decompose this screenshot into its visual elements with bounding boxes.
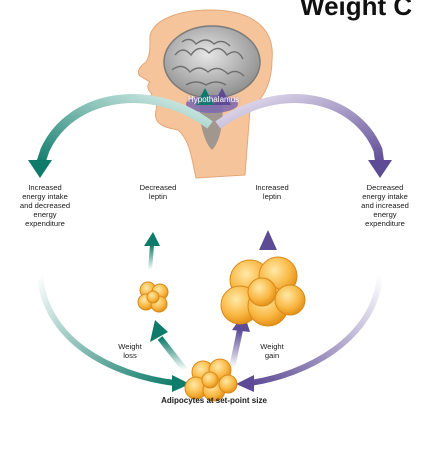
increased-leptin-label: Increased leptin bbox=[255, 183, 289, 201]
large-teal-arrowhead bbox=[28, 160, 52, 178]
weight-gain-arrow bbox=[229, 329, 243, 369]
setpoint-adipocyte-cluster bbox=[184, 358, 238, 402]
large-purple-arc bbox=[215, 94, 385, 166]
slide-title: Weight C bbox=[300, 0, 413, 21]
large-purple-arrowhead bbox=[368, 160, 392, 178]
large-teal-arc bbox=[35, 94, 213, 167]
decreased-leptin-label: Decreased leptin bbox=[139, 183, 177, 201]
large-adipocyte-cluster bbox=[220, 256, 306, 327]
left-loop-arrow bbox=[37, 274, 176, 386]
right-loop-arrow bbox=[249, 274, 383, 386]
weight-loss-arrow bbox=[157, 336, 188, 372]
decreased-leptin-arrow bbox=[148, 244, 154, 271]
weight-loss-label: Weight loss bbox=[118, 342, 142, 360]
increased-energy-intake-label: Increased energy intake and decreased en… bbox=[19, 183, 71, 228]
decreased-energy-intake-label: Decreased energy intake and increased en… bbox=[361, 183, 409, 228]
weight-gain-label: Weight gain bbox=[260, 342, 284, 360]
hypothalamus-label: Hypothalamus bbox=[188, 95, 240, 104]
setpoint-caption: Adipocytes at set-point size bbox=[161, 396, 267, 405]
small-adipocyte-cluster bbox=[137, 281, 169, 313]
